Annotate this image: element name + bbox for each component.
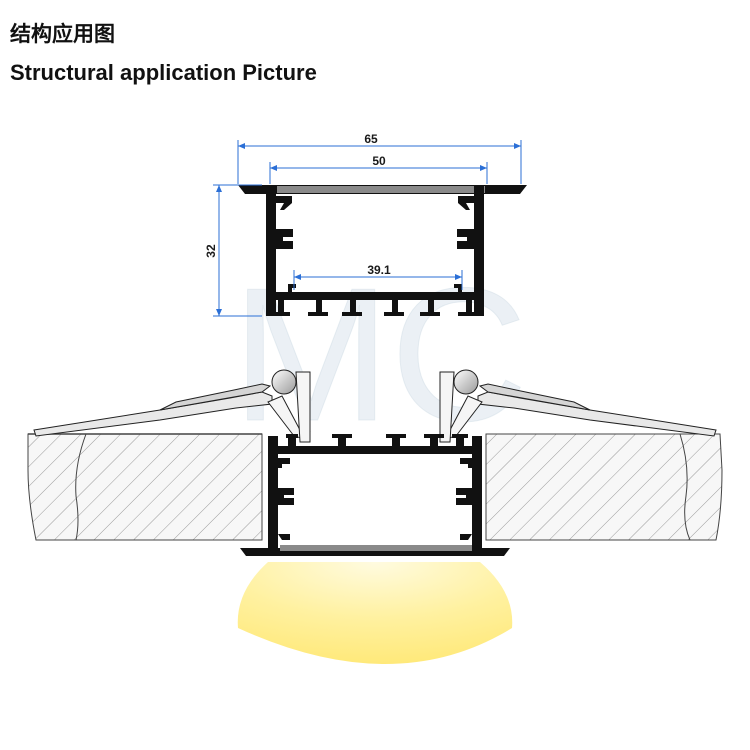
left-spring-clip bbox=[267, 369, 311, 443]
dimension-lines bbox=[213, 140, 522, 317]
top-diffuser bbox=[277, 186, 485, 193]
dimension-outer-width: 65 bbox=[364, 132, 378, 146]
installed-profile bbox=[240, 434, 510, 556]
left-wall-block bbox=[27, 433, 263, 541]
dimension-height: 32 bbox=[204, 244, 218, 258]
dimension-inner-base: 39.1 bbox=[367, 263, 391, 277]
right-spring-clip bbox=[439, 369, 483, 443]
top-profile bbox=[238, 185, 527, 316]
dimension-arrows bbox=[216, 143, 521, 316]
title-english: Structural application Picture bbox=[10, 60, 317, 85]
dimension-inner-width: 50 bbox=[372, 154, 386, 168]
right-wall-block bbox=[485, 433, 723, 541]
bottom-diffuser bbox=[280, 545, 472, 551]
title-chinese: 结构应用图 bbox=[10, 22, 115, 46]
light-glow bbox=[237, 562, 513, 664]
